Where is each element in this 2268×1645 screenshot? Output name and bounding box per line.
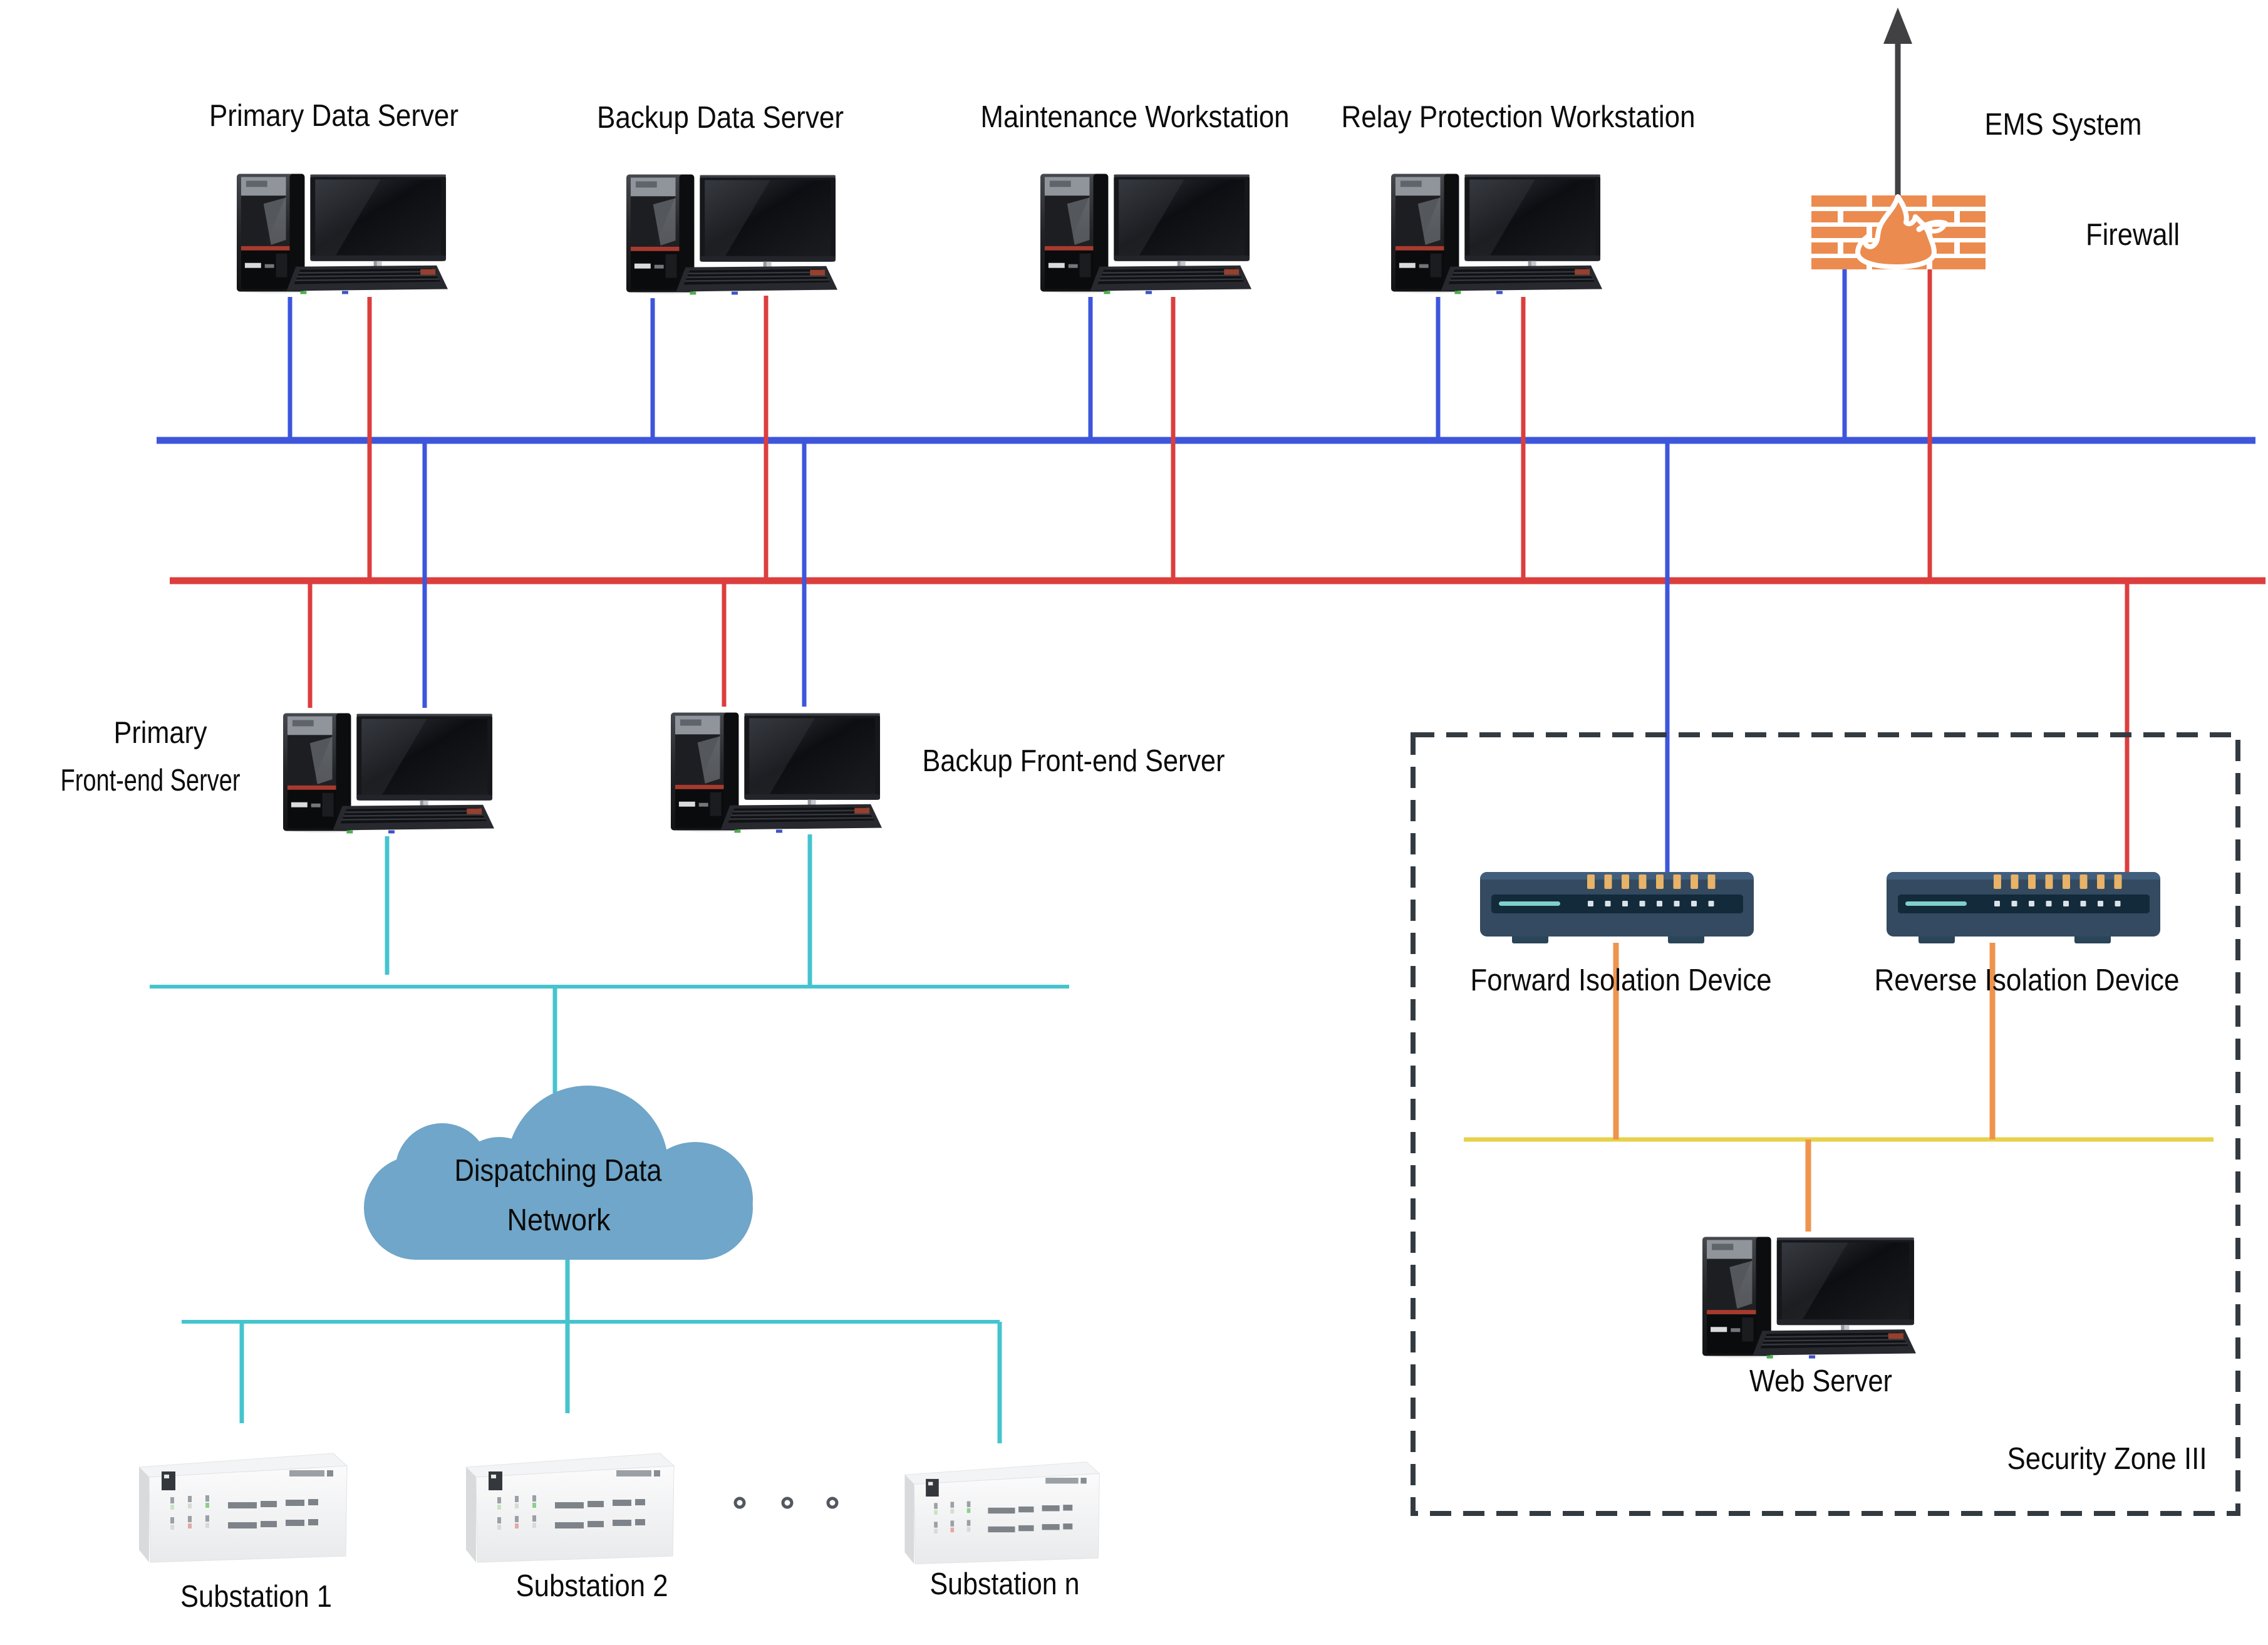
svg-text:Firewall: Firewall bbox=[2086, 218, 2180, 252]
svg-text:Substation 2: Substation 2 bbox=[516, 1569, 668, 1603]
svg-text:Primary: Primary bbox=[114, 716, 207, 750]
svg-text:Forward Isolation Device: Forward Isolation Device bbox=[1471, 963, 1772, 997]
svg-text:Reverse Isolation Device: Reverse Isolation Device bbox=[1875, 963, 2180, 997]
svg-text:Substation n: Substation n bbox=[930, 1567, 1080, 1601]
svg-text:Substation 1: Substation 1 bbox=[180, 1580, 332, 1614]
svg-text:Backup Data Server: Backup Data Server bbox=[597, 101, 844, 135]
svg-text:Web Server: Web Server bbox=[1749, 1364, 1892, 1398]
svg-text:Dispatching Data: Dispatching Data bbox=[455, 1154, 663, 1188]
svg-text:Front-end Server: Front-end Server bbox=[61, 764, 241, 797]
svg-text:Primary Data Server: Primary Data Server bbox=[209, 99, 458, 133]
svg-text:Security Zone III: Security Zone III bbox=[2007, 1442, 2207, 1476]
svg-text:Backup Front-end Server: Backup Front-end Server bbox=[923, 744, 1225, 778]
svg-text:EMS System: EMS System bbox=[1985, 108, 2142, 142]
svg-text:Relay Protection Workstation: Relay Protection Workstation bbox=[1342, 100, 1696, 134]
svg-text:Network: Network bbox=[507, 1203, 611, 1237]
svg-text:Maintenance Workstation: Maintenance Workstation bbox=[981, 100, 1290, 134]
